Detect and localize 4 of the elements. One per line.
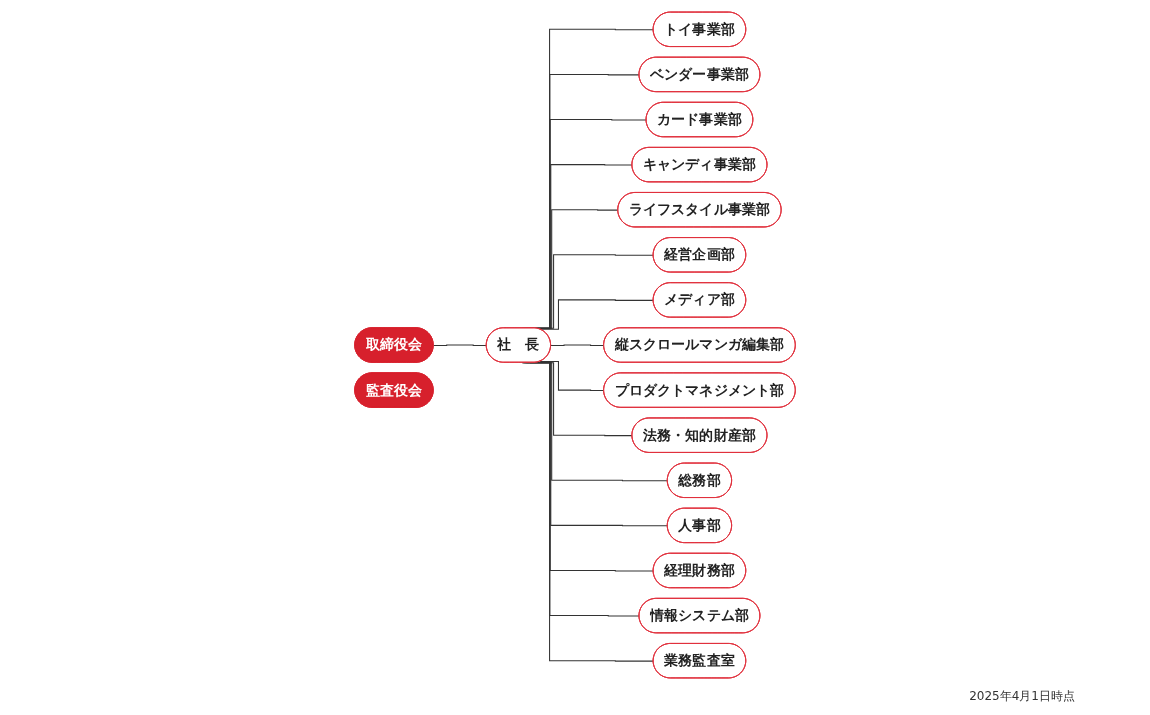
- connector: [539, 361, 605, 392]
- connector: [433, 344, 488, 346]
- date-note: 2025年4月1日時点: [969, 688, 1075, 705]
- connector: [550, 344, 605, 346]
